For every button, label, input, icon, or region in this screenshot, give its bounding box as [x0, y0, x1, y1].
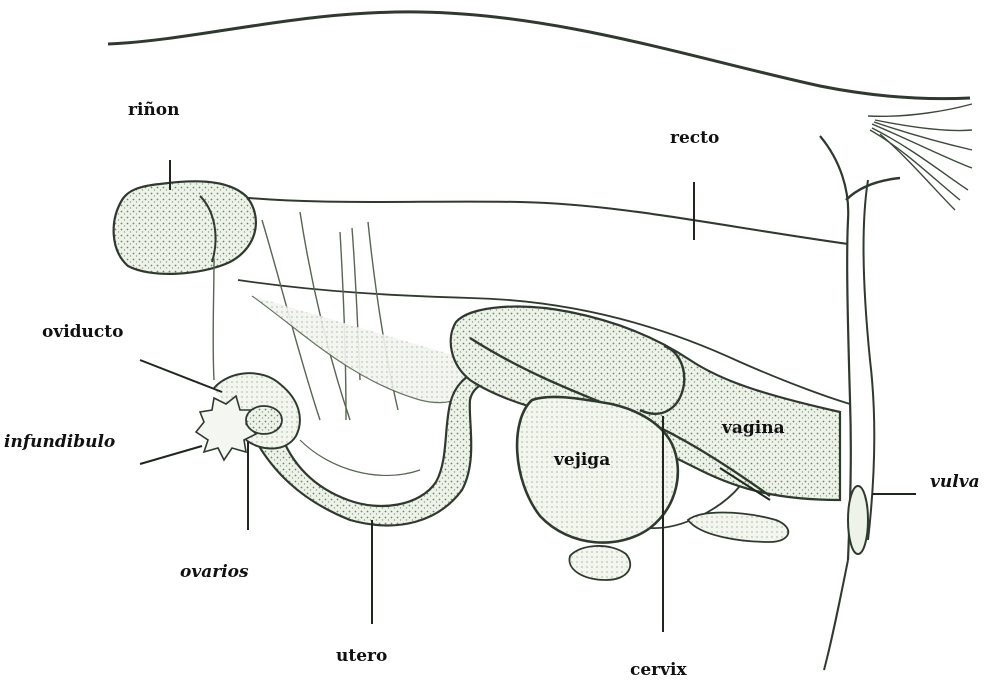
label-utero: utero — [336, 646, 387, 666]
label-vagina: vagina — [722, 418, 785, 438]
kidney — [114, 181, 256, 274]
label-rinon: riñon — [128, 100, 179, 120]
pubic-bone-2 — [569, 546, 630, 580]
label-infundibulo: infundibulo — [4, 432, 115, 452]
pubic-bone-1 — [688, 513, 788, 543]
anus-curve-2 — [864, 180, 875, 540]
broad-ligament — [252, 296, 473, 403]
label-cervix: cervix — [630, 660, 687, 680]
label-vejiga: vejiga — [554, 450, 610, 470]
vulva-lips — [848, 486, 868, 554]
leader-infundibulo — [140, 446, 202, 464]
uterine-horn — [300, 440, 420, 475]
tail-hair — [868, 104, 972, 210]
rectum-upper — [228, 196, 848, 244]
tail-base — [846, 178, 900, 200]
label-ovarios: ovarios — [180, 562, 249, 582]
back-outline — [108, 12, 970, 99]
ovary — [246, 406, 282, 434]
label-vulva: vulva — [930, 472, 980, 492]
ventral-line — [824, 560, 848, 670]
label-recto: recto — [670, 128, 719, 148]
label-oviducto: oviducto — [42, 322, 123, 342]
leader-oviducto — [140, 360, 222, 392]
